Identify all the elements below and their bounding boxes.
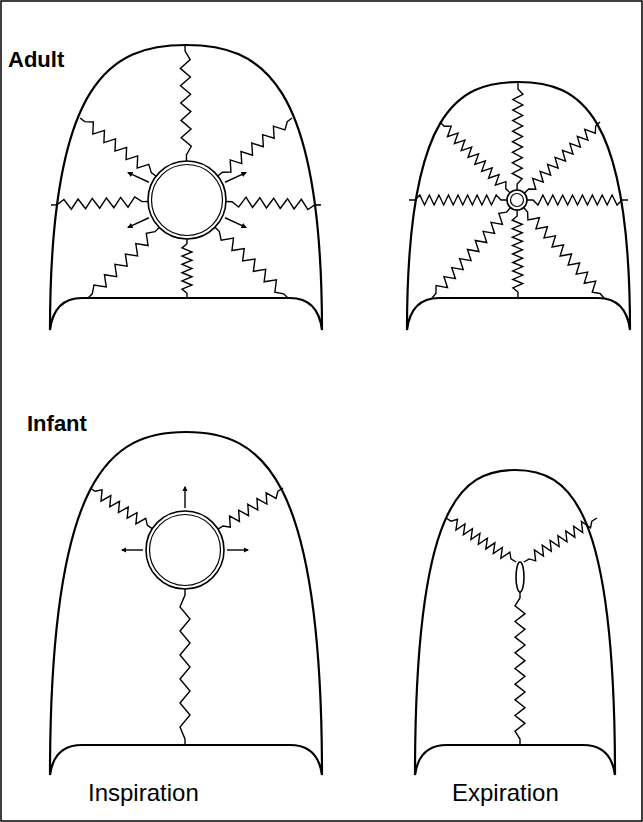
airway-wall [148, 161, 226, 239]
elastic-recoil-spring [409, 195, 507, 205]
elastic-recoil-spring [218, 118, 292, 176]
elastic-recoil-spring [432, 208, 510, 298]
elastic-recoil-spring [182, 239, 192, 298]
phase-label: Expiration [452, 780, 559, 806]
elastic-recoil-spring [80, 118, 156, 176]
airway-lumen [150, 515, 221, 586]
group-heading: Adult [8, 48, 64, 72]
phase-label: Inspiration [88, 780, 199, 806]
elastic-recoil-spring [226, 197, 321, 209]
elastic-recoil-spring [218, 488, 283, 529]
collapsed-airway [516, 562, 524, 592]
elastic-recoil-spring [180, 589, 190, 745]
thorax-outline [50, 45, 322, 330]
thorax-outline [407, 82, 630, 330]
airway-lumen [511, 194, 524, 207]
distending-arrow [225, 218, 246, 228]
group-heading: Infant [27, 412, 87, 436]
distending-arrow [225, 173, 246, 183]
elastic-recoil-spring [440, 122, 510, 193]
elastic-recoil-spring [512, 83, 523, 190]
elastic-recoil-spring [90, 488, 152, 529]
elastic-recoil-spring [215, 227, 288, 298]
elastic-recoil-spring [524, 518, 597, 562]
airway-lumen [152, 165, 223, 236]
elastic-recoil-spring [524, 122, 600, 193]
distending-arrow [184, 487, 185, 508]
distending-arrow [128, 218, 149, 228]
elastic-recoil-spring [88, 227, 159, 298]
distending-arrow [122, 549, 143, 550]
elastic-recoil-spring [51, 197, 148, 209]
airway-wall [507, 190, 527, 210]
elastic-recoil-spring [446, 518, 516, 562]
thorax-outline [415, 470, 615, 775]
elastic-recoil-spring [515, 592, 525, 745]
thorax-outline [50, 432, 322, 775]
distending-arrow [227, 549, 248, 550]
elastic-recoil-spring [512, 210, 523, 298]
distending-arrow [128, 173, 149, 183]
elastic-recoil-spring [180, 45, 191, 161]
elastic-recoil-spring [527, 195, 628, 205]
airway-wall [146, 511, 224, 589]
elastic-recoil-spring [524, 207, 604, 298]
